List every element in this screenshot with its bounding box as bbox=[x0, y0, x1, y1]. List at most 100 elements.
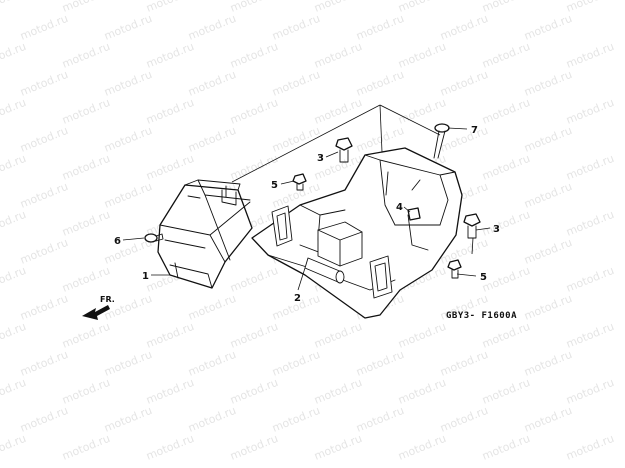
watermark-text: motod.ru bbox=[0, 264, 28, 295]
watermark-text: motod.ru bbox=[312, 432, 364, 463]
rivet-6 bbox=[144, 233, 164, 243]
bolt-5-left bbox=[292, 173, 307, 191]
watermark-text: motod.ru bbox=[228, 376, 280, 407]
watermark-text: motod.ru bbox=[312, 40, 364, 71]
watermark-text: motod.ru bbox=[480, 0, 532, 15]
watermark-text: motod.ru bbox=[186, 68, 238, 99]
watermark-text: motod.ru bbox=[438, 348, 490, 379]
watermark-text: motod.ru bbox=[396, 96, 448, 127]
watermark-text: motod.ru bbox=[354, 404, 406, 435]
watermark-text: motod.ru bbox=[480, 208, 532, 239]
watermark-text: motod.ru bbox=[228, 432, 280, 463]
watermark-text: motod.ru bbox=[564, 96, 616, 127]
watermark-text: motod.ru bbox=[312, 320, 364, 351]
watermark-text: motod.ru bbox=[522, 180, 574, 211]
watermark-text: motod.ru bbox=[144, 376, 196, 407]
watermark-text: motod.ru bbox=[60, 152, 112, 183]
watermark-text: motod.ru bbox=[102, 12, 154, 43]
watermark-text: motod.ru bbox=[480, 320, 532, 351]
watermark-text: motod.ru bbox=[438, 12, 490, 43]
watermark-text: motod.ru bbox=[270, 68, 322, 99]
callout-1: 1 bbox=[142, 271, 149, 282]
watermark-text: motod.ru bbox=[228, 0, 280, 15]
watermark-text: motod.ru bbox=[228, 264, 280, 295]
watermark-text: motod.ru bbox=[396, 432, 448, 463]
watermark-text: motod.ru bbox=[102, 124, 154, 155]
watermark-text: motod.ru bbox=[144, 40, 196, 71]
watermark-text: motod.ru bbox=[0, 432, 28, 463]
watermark-text: motod.ru bbox=[60, 40, 112, 71]
assembly-lines bbox=[231, 104, 474, 255]
watermark-text: motod.ru bbox=[396, 376, 448, 407]
watermark-text: motod.ru bbox=[522, 68, 574, 99]
watermark-text: motod.ru bbox=[18, 404, 70, 435]
watermark-text: motod.ru bbox=[18, 68, 70, 99]
watermark-text: motod.ru bbox=[0, 376, 28, 407]
watermark-text: motod.ru bbox=[18, 124, 70, 155]
watermark-text: motod.ru bbox=[564, 376, 616, 407]
bolt-3-right bbox=[463, 213, 481, 239]
watermark-text: motod.ru bbox=[396, 0, 448, 15]
watermark-text: motod.ru bbox=[60, 432, 112, 463]
watermark-text: motod.ru bbox=[186, 404, 238, 435]
callout-3-upper: 3 bbox=[317, 153, 324, 164]
watermark-text: motod.ru bbox=[186, 12, 238, 43]
watermark-text: motod.ru bbox=[480, 264, 532, 295]
watermark-text: motod.ru bbox=[60, 320, 112, 351]
watermark-text: motod.ru bbox=[60, 0, 112, 15]
watermark-text: motod.ru bbox=[60, 376, 112, 407]
under-cover-main bbox=[251, 147, 463, 319]
watermark-text: motod.ru bbox=[270, 348, 322, 379]
watermark-text: motod.ru bbox=[228, 152, 280, 183]
watermark-text: motod.ru bbox=[564, 264, 616, 295]
callout-5-left: 5 bbox=[271, 180, 278, 191]
watermark-text: motod.ru bbox=[102, 404, 154, 435]
watermark-text: motod.ru bbox=[480, 376, 532, 407]
watermark-text: motod.ru bbox=[564, 208, 616, 239]
clip-4 bbox=[407, 207, 421, 221]
bolt-3-upper bbox=[335, 137, 353, 163]
watermark-text: motod.ru bbox=[144, 0, 196, 15]
watermark-text: motod.ru bbox=[522, 236, 574, 267]
watermark-text: motod.ru bbox=[228, 96, 280, 127]
watermark-text: motod.ru bbox=[186, 124, 238, 155]
watermark-text: motod.ru bbox=[144, 320, 196, 351]
watermark-text: motod.ru bbox=[564, 320, 616, 351]
watermark-text: motod.ru bbox=[480, 432, 532, 463]
watermark-text: motod.ru bbox=[186, 292, 238, 323]
watermark-text: motod.ru bbox=[522, 124, 574, 155]
watermark-text: motod.ru bbox=[0, 96, 28, 127]
watermark-text: motod.ru bbox=[0, 208, 28, 239]
watermark-text: motod.ru bbox=[60, 96, 112, 127]
watermark-text: motod.ru bbox=[18, 180, 70, 211]
watermark-text: motod.ru bbox=[18, 236, 70, 267]
front-cover-panel bbox=[157, 179, 253, 289]
watermark-text: motod.ru bbox=[0, 320, 28, 351]
watermark-text: motod.ru bbox=[144, 432, 196, 463]
watermark-text: motod.ru bbox=[0, 152, 28, 183]
watermark-text: motod.ru bbox=[270, 12, 322, 43]
watermark-text: motod.ru bbox=[522, 292, 574, 323]
watermark-text: motod.ru bbox=[0, 0, 28, 15]
watermark-text: motod.ru bbox=[354, 68, 406, 99]
watermark-text: motod.ru bbox=[522, 404, 574, 435]
bolt-5-right bbox=[447, 259, 462, 279]
watermark-text: motod.ru bbox=[102, 348, 154, 379]
watermark-text: motod.ru bbox=[144, 96, 196, 127]
watermark-text: motod.ru bbox=[396, 320, 448, 351]
watermark-text: motod.ru bbox=[60, 208, 112, 239]
watermark-text: motod.ru bbox=[480, 40, 532, 71]
callout-5-right: 5 bbox=[480, 272, 487, 283]
callout-labels: 1 2 3 3 4 5 5 5 6 7 bbox=[114, 125, 500, 304]
watermark-text: motod.ru bbox=[312, 376, 364, 407]
leader-lines bbox=[122, 127, 491, 291]
watermark-text: motod.ru bbox=[438, 68, 490, 99]
watermark-text: motod.ru bbox=[0, 40, 28, 71]
watermark-text: motod.ru bbox=[480, 152, 532, 183]
callout-2: 2 bbox=[294, 293, 301, 304]
callout-7: 7 bbox=[471, 125, 478, 136]
watermark-text: motod.ru bbox=[564, 40, 616, 71]
watermark-text: motod.ru bbox=[102, 180, 154, 211]
watermark-text: motod.ru bbox=[480, 96, 532, 127]
watermark-text: motod.ru bbox=[438, 404, 490, 435]
